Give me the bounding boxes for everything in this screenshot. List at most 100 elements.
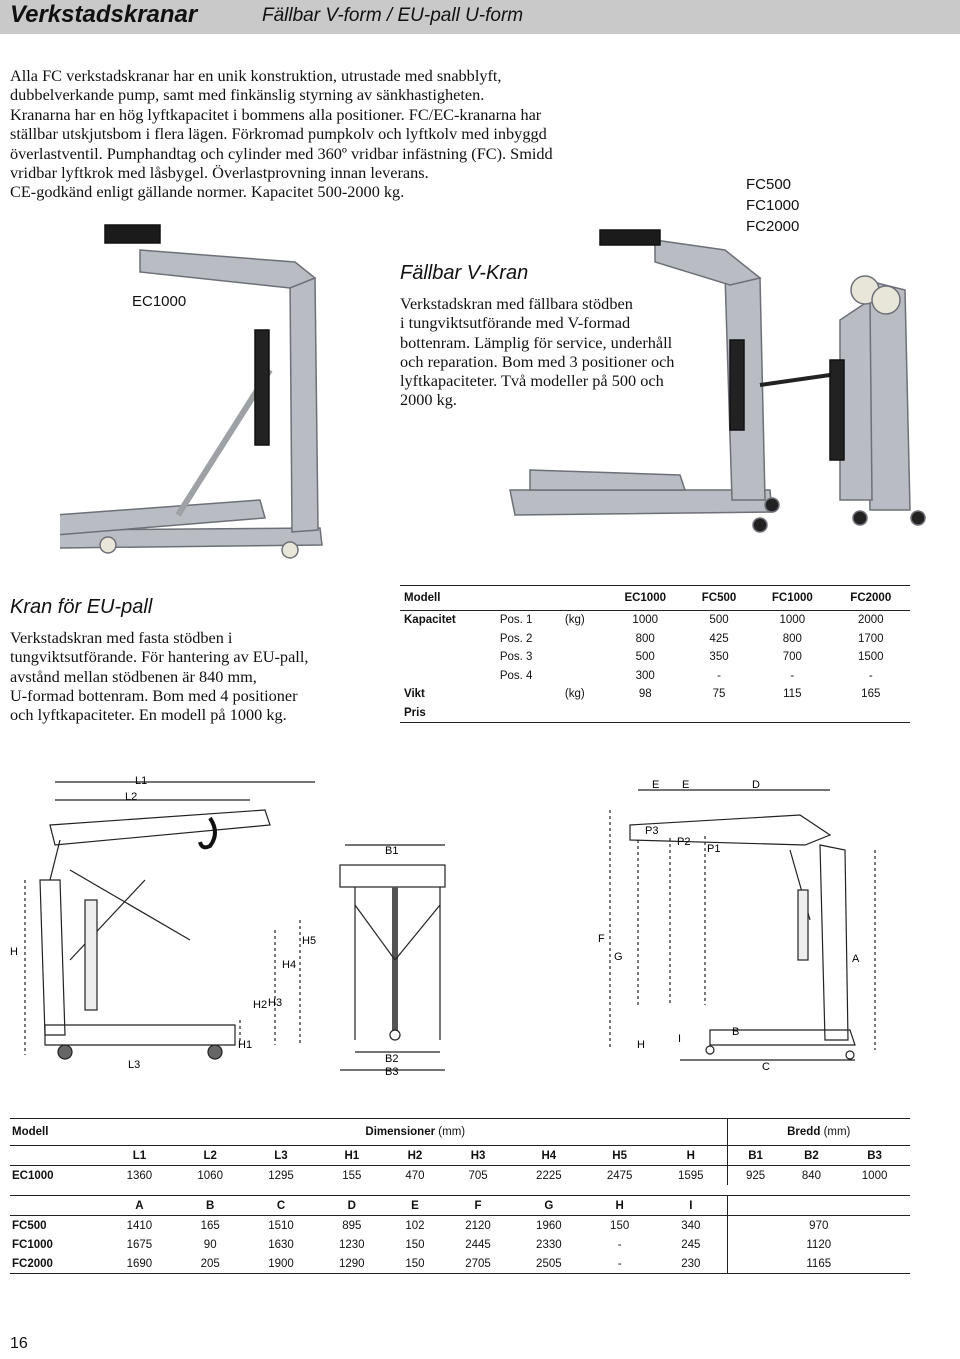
dim-col: B1 <box>727 1145 784 1166</box>
dim-cell: 1000 <box>861 1169 888 1182</box>
dim-label-L1: L1 <box>135 775 147 787</box>
dim-header-row: Modell Dimensioner (mm) Bredd (mm) <box>10 1118 910 1146</box>
dim-row: EC1000 1360 1060 1295 155 470 705 2225 2… <box>10 1165 910 1185</box>
header-band <box>0 0 960 34</box>
spec-header-cell: Modell <box>400 585 496 611</box>
dim-cell: 1295 <box>268 1169 294 1182</box>
dim-cell: 1410 <box>126 1219 153 1232</box>
dim-cell: 2120 <box>465 1219 491 1232</box>
dim-label-P1: P1 <box>707 843 720 855</box>
dim-col: C <box>276 1199 286 1212</box>
vkran-line: i tungviktsutförande med V-formad <box>400 313 631 333</box>
dim-label-P2: P2 <box>677 836 690 848</box>
fc-crane-image <box>509 229 831 533</box>
intro-line: Kranarna har en hög lyftkapacitet i bomm… <box>10 104 542 124</box>
dim-col: H3 <box>442 1145 514 1166</box>
dim-label-L2: L2 <box>125 791 137 803</box>
dim-bredd-label: Bredd <box>787 1126 821 1138</box>
dim-col: H2 <box>387 1145 443 1166</box>
ec1000-drawing <box>24 781 315 1060</box>
dim-col: F <box>474 1199 482 1212</box>
dim-cell: 2475 <box>606 1169 633 1182</box>
dim-col: H <box>655 1145 728 1166</box>
eu-line: avstånd mellan stödbenen är 840 mm, <box>10 666 257 686</box>
kapacitet-label: Kapacitet <box>404 614 456 627</box>
vkran-line: bottenram. Lämplig för service, underhål… <box>400 332 673 352</box>
dim-col: I <box>655 1195 728 1216</box>
dim-bredd-header: Bredd (mm) <box>727 1118 910 1146</box>
dim-col: A <box>135 1199 144 1212</box>
spec-header-cell: EC1000 <box>605 585 685 611</box>
spec-cell: 1500 <box>857 651 884 664</box>
spec-cell: 300 <box>635 669 655 682</box>
dim-cell: 2505 <box>513 1254 585 1274</box>
dim-cell: - <box>584 1254 656 1274</box>
dim-cell: 150 <box>405 1238 425 1251</box>
dim-bredd-cell: 1120 <box>806 1238 832 1251</box>
vikt-label: Vikt <box>404 688 425 701</box>
dim-label-E2: E <box>682 779 689 791</box>
spec-header-cell: FC2000 <box>831 585 910 611</box>
pos-label: Pos. 2 <box>499 632 533 645</box>
intro-text: Alla FC verkstadskranar har en unik kons… <box>10 66 620 202</box>
spec-header-row: Modell EC1000 FC500 FC1000 FC2000 <box>400 585 910 611</box>
dim-dimensioner-label: Dimensioner <box>365 1126 436 1138</box>
dim-label-E1: E <box>652 779 659 791</box>
spec-row: Vikt (kg) 98 75 115 165 <box>400 685 910 704</box>
eu-line: Verkstadskran med fasta stödben i <box>10 628 233 647</box>
crane-photo <box>60 224 926 559</box>
spec-header-cell: FC1000 <box>753 585 832 611</box>
dim-cell: 165 <box>200 1219 220 1232</box>
eu-front-drawing <box>339 844 446 1071</box>
dim-row: FC1000 1675 90 1630 1230 150 2445 2330 -… <box>10 1235 910 1254</box>
spec-cell: 165 <box>861 688 881 701</box>
dim-cell: 340 <box>655 1215 728 1235</box>
dim-cell: 2705 <box>442 1254 514 1274</box>
dim-label-P3: P3 <box>645 825 658 837</box>
pris-label: Pris <box>400 703 496 723</box>
unit-label: (kg) <box>564 614 585 627</box>
model-name: FC500 <box>746 176 792 193</box>
spec-cell: 425 <box>709 632 729 645</box>
spec-cell: 1000 <box>632 614 659 627</box>
vkran-title: Fällbar V-Kran <box>400 262 529 284</box>
dim-cell: 2225 <box>536 1169 562 1182</box>
model-list: FC500 FC1000 FC2000 <box>746 174 799 237</box>
dim-model-label: FC500 <box>12 1219 47 1232</box>
dim-cell: 150 <box>387 1254 443 1274</box>
spec-cell: 115 <box>783 688 802 701</box>
dim-cell: 90 <box>203 1238 217 1251</box>
spec-row: Kapacitet Pos. 1 (kg) 1000 500 1000 2000 <box>400 611 910 630</box>
dim-label-I: I <box>678 1033 681 1045</box>
dim-model-label: EC1000 <box>12 1169 54 1182</box>
spec-table: Modell EC1000 FC500 FC1000 FC2000 Kapaci… <box>400 585 910 723</box>
ec1000-photo-label: EC1000 <box>132 293 187 310</box>
spec-cell: 800 <box>782 632 802 645</box>
model-name: FC1000 <box>746 197 800 214</box>
spec-row: Pos. 4 300 - - - <box>400 667 910 686</box>
dim-cell: 2330 <box>536 1238 562 1251</box>
spec-row: Pos. 2 800 425 800 1700 <box>400 630 910 649</box>
dim-row: FC500 1410 165 1510 895 102 2120 1960 15… <box>10 1215 910 1235</box>
fc-drawing <box>609 789 876 1061</box>
dim-cell: - <box>617 1238 622 1251</box>
dim-cell: 102 <box>405 1219 425 1232</box>
dim-label-B: B <box>732 1026 739 1038</box>
vkran-line: Verkstadskran med fällbara stödben <box>400 294 633 313</box>
dim-label-F: F <box>598 933 605 945</box>
dim-col: L3 <box>245 1145 317 1166</box>
spec-row: Pos. 3 500 350 700 1500 <box>400 648 910 667</box>
dim-col: D <box>347 1199 356 1212</box>
dim-label-H3: H3 <box>268 997 282 1009</box>
dim-dimensioner-unit: (mm) <box>438 1126 466 1138</box>
dim-separator <box>10 1185 910 1196</box>
spec-cell: 1700 <box>857 632 884 645</box>
dim-label-H1: H1 <box>238 1039 252 1051</box>
intro-line: CE-godkänd enligt gällande normer. Kapac… <box>10 182 405 202</box>
spec-cell: - <box>790 669 795 682</box>
technical-drawings: L1 L2 L3 H H1 H2 H3 H4 H5 B1 B2 B3 E E <box>10 775 876 1078</box>
dim-cell: 1630 <box>268 1238 294 1251</box>
eu-line: U-formad bottenram. Bom med 4 positioner <box>10 685 298 705</box>
dim-label-L3: L3 <box>128 1059 140 1071</box>
dim-cell: 705 <box>468 1169 488 1182</box>
